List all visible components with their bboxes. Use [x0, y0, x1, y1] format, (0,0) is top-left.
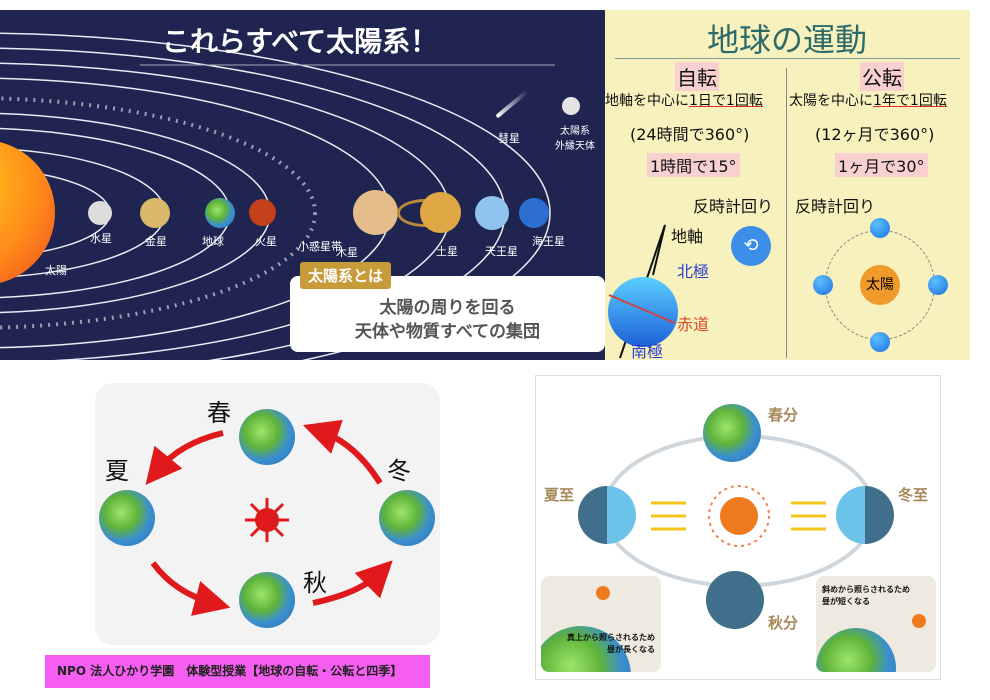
sun-icon: 太陽 [860, 265, 900, 305]
revolution-direction: 反時計回り [795, 197, 876, 216]
earth-summer-solstice-icon [578, 486, 636, 544]
axis-label: 地軸 [671, 227, 704, 246]
revolution-line3: 1ヶ月で30° [835, 153, 928, 177]
revolution-line2: (12ヶ月で360°) [815, 125, 935, 144]
earth-autumn-icon [239, 572, 295, 628]
revolution-line1-a: 太陽を中心に [789, 93, 873, 109]
planet-label: 海王星 [532, 235, 565, 248]
mercury-icon [88, 201, 112, 225]
summer-note-callout: 真上から照らされるため 昼が長くなる [541, 576, 661, 672]
rotation-line1-b: 1日で1回転 [689, 93, 763, 109]
winter-note-callout: 斜めから照らされるため 昼が短くなる [816, 576, 936, 672]
rotation-line3: 1時間で15° [647, 153, 740, 177]
sun-icon [720, 497, 758, 535]
seasons-panel: 春 夏 冬 秋 [95, 383, 440, 645]
solstice-panel: 春分 夏至 冬至 秋分 真上から照らされるため 昼が長くなる 斜めから照らされる… [535, 375, 941, 680]
sun-icon [912, 614, 926, 628]
rotation-line1: 地軸を中心に1日で1回転 [605, 90, 763, 110]
earth-icon [205, 198, 235, 228]
outer-bodies-label: 太陽系 外縁天体 [555, 122, 595, 152]
north-pole-label: 北極 [677, 262, 710, 281]
column-divider [786, 68, 787, 358]
definition-tag: 太陽系とは [300, 262, 392, 289]
earth-summer-icon [99, 490, 155, 546]
rotation-direction: 反時計回り [693, 197, 774, 216]
asteroid-belt-label: 小惑星帯 [298, 240, 342, 253]
south-pole-label: 南極 [631, 342, 664, 360]
summer-note-line: 昼が長くなる [607, 645, 655, 654]
winter-note-line: 昼が短くなる [822, 597, 870, 606]
sun-icon [596, 586, 610, 600]
winter-label: 冬 [387, 457, 411, 485]
earth-winter-solstice-icon [836, 486, 894, 544]
saturn-icon [420, 192, 461, 233]
neptune-icon [519, 198, 549, 228]
title-divider [615, 58, 960, 59]
caption-label: NPO 法人ひかり学園 体験型授業【地球の自転・公転と四季】 [45, 655, 430, 688]
spring-label: 春 [207, 399, 231, 427]
earth-icon [928, 275, 948, 295]
earth-winter-icon [379, 490, 435, 546]
planet-label: 木星 [336, 246, 358, 259]
outer-body-icon [562, 97, 580, 115]
earth-vernal-icon [703, 404, 761, 462]
venus-icon [140, 198, 170, 228]
season-arrows [145, 419, 393, 616]
earth-motion-panel: 地球の運動 自転 地軸を中心に1日で1回転 (24時間で360°) 1時間で15… [605, 10, 970, 360]
sun-label: 太陽 [45, 264, 67, 277]
revolution-line1-b: 1年で1回転 [873, 93, 947, 109]
autumn-label: 秋 [303, 569, 327, 597]
planet-label: 金星 [145, 235, 167, 248]
winter-note-line: 斜めから照らされるため [822, 585, 910, 594]
earth-icon [813, 275, 833, 295]
planet-label: 土星 [436, 245, 458, 258]
equator-label: 赤道 [677, 315, 710, 334]
autumnal-equinox-label: 秋分 [768, 614, 799, 632]
rotation-line1-a: 地軸を中心に [605, 93, 689, 109]
rotation-line2: (24時間で360°) [630, 125, 750, 144]
planet-label: 火星 [255, 235, 277, 248]
mars-icon [249, 199, 276, 226]
revolution-heading: 公転 [860, 62, 904, 91]
solar-system-panel: これらすべて太陽系！ 太陽 水星 金星 地球 火星 小惑星帯 木星 土星 天王星… [0, 10, 605, 360]
definition-line: 太陽の周りを回る [379, 298, 516, 318]
uranus-icon [475, 196, 509, 230]
planet-label: 水星 [90, 232, 112, 245]
rotation-globe [608, 224, 678, 359]
earth-spring-icon [239, 409, 295, 465]
counterclockwise-icon: ⟲ [731, 226, 771, 266]
summer-label: 夏 [105, 457, 129, 485]
earth-autumnal-icon [706, 571, 764, 629]
definition-line: 天体や物質すべての集団 [354, 322, 541, 342]
jupiter-icon [353, 190, 398, 235]
outer-bodies-line: 太陽系 [560, 126, 590, 137]
planet-label: 地球 [202, 235, 224, 248]
earth-icon [870, 218, 890, 238]
earth-motion-title: 地球の運動 [706, 21, 868, 59]
rotation-heading: 自転 [675, 62, 719, 91]
earth-icon [816, 628, 896, 672]
summer-note-line: 真上から照らされるため [567, 633, 655, 642]
vernal-equinox-label: 春分 [768, 406, 799, 424]
comet-label: 彗星 [498, 132, 520, 145]
revolution-line1: 太陽を中心に1年で1回転 [789, 90, 947, 110]
winter-solstice-label: 冬至 [898, 486, 929, 504]
solar-system-title: これらすべて太陽系！ [161, 25, 439, 58]
earth-icon [870, 332, 890, 352]
planet-label: 天王星 [485, 245, 518, 258]
summer-solstice-label: 夏至 [544, 486, 575, 504]
outer-bodies-line: 外縁天体 [555, 141, 595, 152]
